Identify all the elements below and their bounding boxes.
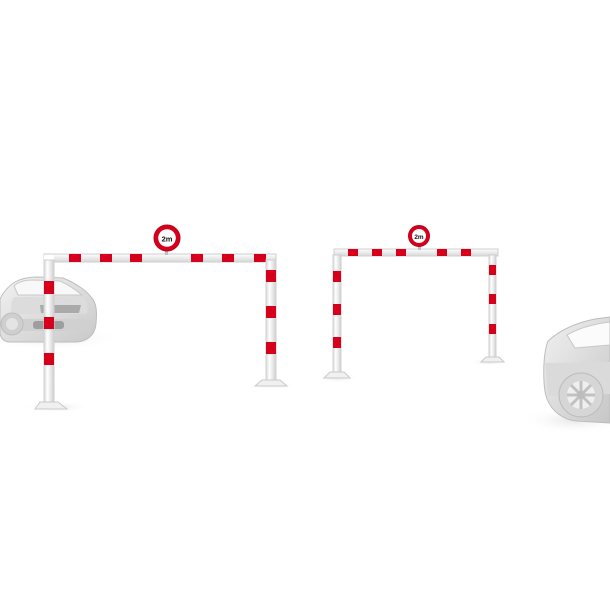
- left-height-barrier: 2m: [34, 224, 289, 410]
- right-car: [543, 316, 610, 424]
- ground-shadows: [0, 326, 610, 434]
- left-height-sign-text: 2m: [162, 235, 173, 244]
- right-height-sign-text: 2m: [414, 234, 424, 241]
- right-height-barrier: 2m: [322, 225, 506, 379]
